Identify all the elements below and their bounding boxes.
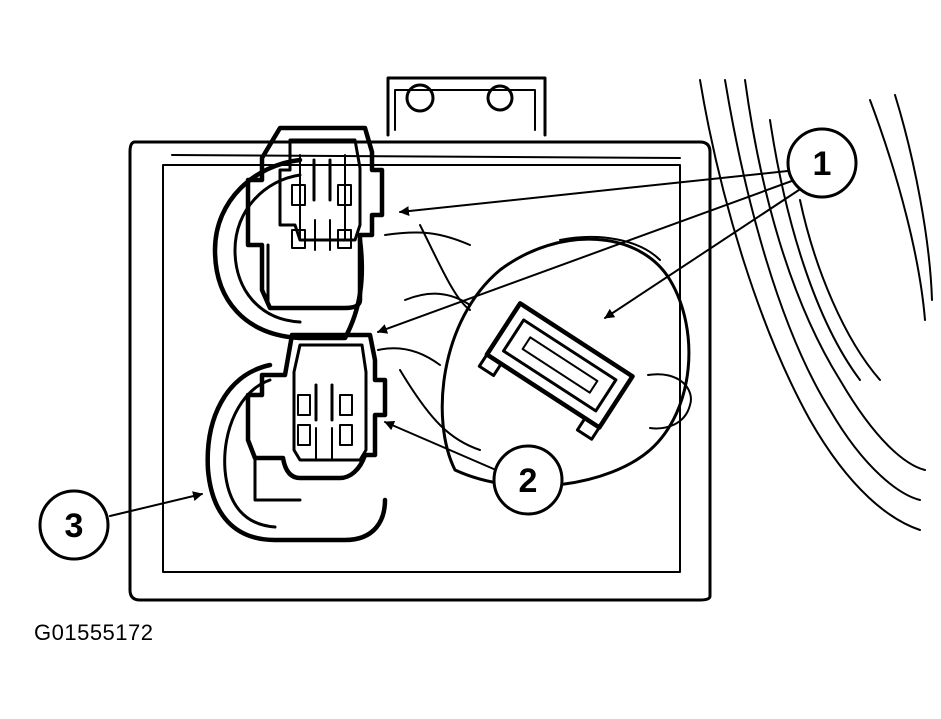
callout-3-label: 3 [65, 507, 84, 545]
callout-2-label: 2 [519, 462, 538, 500]
housing-panel [128, 140, 712, 602]
figure-id: G01555172 [34, 620, 154, 645]
callout-2: 2 [492, 444, 564, 516]
rotary-component [377, 224, 692, 488]
mounting-bracket [386, 76, 547, 137]
leader-1b [377, 177, 801, 334]
leader-1c [604, 185, 806, 319]
leader-2 [384, 420, 497, 471]
callout-3: 3 [38, 489, 110, 561]
small-connector [477, 301, 635, 441]
callout-1: 1 [786, 127, 858, 199]
leader-3 [109, 491, 203, 517]
callout-1-label: 1 [813, 145, 832, 183]
leader-lines [109, 169, 806, 517]
lower-connector [205, 332, 388, 543]
upper-connector [212, 125, 385, 341]
body-panel-lines [699, 79, 933, 531]
leader-1a [399, 169, 798, 217]
